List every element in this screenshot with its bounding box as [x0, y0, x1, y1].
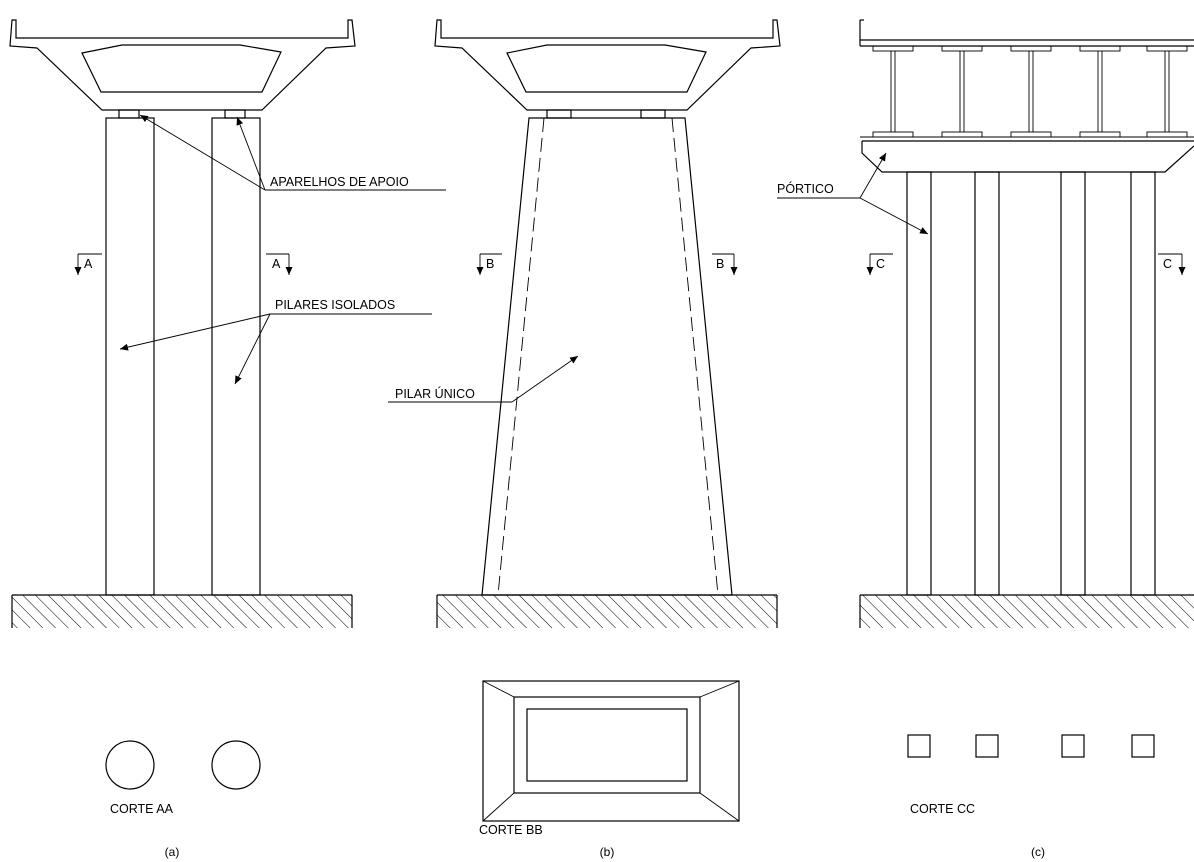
section-mark-a-left: A: [74, 253, 102, 275]
leader-portico-2: [859, 197, 929, 235]
section-mark-a-right: A: [266, 253, 293, 275]
box-girder-cell-a: [81, 44, 282, 93]
panel-c: PÓRTICO C C CORTE CC (c): [777, 19, 1194, 859]
steel-girder-1: [872, 45, 914, 138]
section-mark-c-left: C: [866, 253, 893, 275]
label-portico: PÓRTICO: [777, 181, 834, 196]
column-a-right: [211, 117, 261, 596]
bearing-a-right: [224, 109, 246, 119]
column-c-4: [1130, 171, 1156, 596]
svg-text:B: B: [716, 257, 724, 271]
panel-b: PILAR ÚNICO B B CORTE BB (b): [388, 19, 781, 859]
box-girder-cell-b: [506, 44, 707, 93]
bearing-b-right: [640, 109, 666, 119]
bearing-a-left: [118, 109, 140, 119]
steel-girder-3: [1010, 45, 1052, 138]
label-corte-cc: CORTE CC: [910, 802, 975, 816]
caption-a: (a): [165, 845, 180, 859]
column-c-2: [974, 171, 1000, 596]
deck-slab-c: [859, 19, 1194, 47]
ground-b: [436, 594, 778, 628]
section-mark-b-right: B: [712, 253, 738, 275]
caption-b: (b): [600, 845, 615, 859]
leader-apoio-1: [139, 114, 266, 191]
box-girder-deck-b: [434, 19, 781, 111]
corte-cc: [907, 734, 1155, 758]
svg-text:B: B: [486, 257, 494, 271]
portico-cap-beam: [861, 140, 1194, 173]
svg-text:C: C: [876, 257, 885, 271]
steel-girders-c: [860, 45, 1194, 138]
ground-a: [11, 594, 353, 628]
svg-text:A: A: [272, 257, 281, 271]
section-mark-c-right: C: [1158, 253, 1186, 275]
steel-girder-4: [1079, 45, 1121, 138]
steel-girder-5: [1146, 45, 1188, 138]
label-corte-bb: CORTE BB: [479, 823, 543, 837]
corte-bb: [482, 680, 740, 822]
column-a-left: [105, 117, 155, 596]
box-girder-deck-a: [9, 19, 356, 111]
svg-text:A: A: [84, 257, 93, 271]
leader-apoio-2: [236, 116, 266, 191]
leader-pilares-1: [119, 313, 271, 351]
pier-single-b: [481, 117, 733, 596]
label-pilar-unico: PILAR ÚNICO: [395, 386, 475, 401]
leader-portico-1: [859, 152, 887, 199]
section-mark-b-left: B: [476, 253, 502, 275]
leader-pilares-2: [234, 313, 271, 385]
label-pilares-isolados: PILARES ISOLADOS: [275, 298, 395, 312]
steel-girder-2: [941, 45, 983, 138]
svg-text:C: C: [1163, 257, 1172, 271]
label-corte-aa: CORTE AA: [110, 802, 174, 816]
column-c-1: [906, 171, 932, 596]
corte-aa: [105, 740, 261, 790]
leader-pilar-unico: [511, 355, 579, 403]
ground-c: [859, 594, 1194, 628]
bearing-b-left: [546, 109, 572, 119]
column-c-3: [1060, 171, 1086, 596]
panel-a: APARELHOS DE APOIO PILARES ISOLADOS A A …: [9, 19, 446, 859]
caption-c: (c): [1031, 845, 1045, 859]
label-aparelhos-de-apoio: APARELHOS DE APOIO: [270, 175, 409, 189]
